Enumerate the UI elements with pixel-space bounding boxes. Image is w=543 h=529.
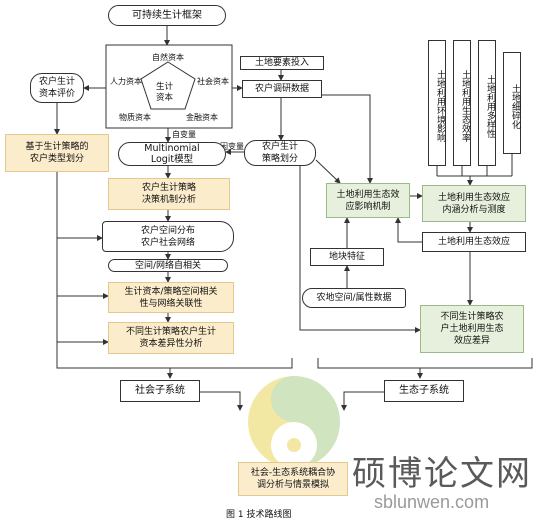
coupling-analysis-box: 社会-生态系统耦合协 调分析与情景模拟	[238, 462, 348, 496]
social-capital-label: 社会资本	[197, 77, 229, 86]
strategy-classification-pill: 农户生计 策略划分	[244, 140, 316, 166]
livelihood-capital-center: 生计 资本	[156, 82, 174, 103]
decision-mechanism-box: 农户生计策略 决策机制分析	[108, 178, 230, 210]
eco-subsystem-box: 生态子系统	[384, 380, 464, 402]
watermark-cn: 硕博论文网	[352, 454, 532, 494]
vertical-box-environment: 土地利用环境影响	[428, 40, 446, 166]
vertical-box-diversity: 土地利用多样性	[478, 40, 496, 166]
multinomial-logit-box: Multinomial Logit模型	[118, 142, 226, 166]
social-subsystem-box: 社会子系统	[120, 380, 200, 402]
natural-capital-label: 自然资本	[152, 53, 184, 62]
vertical-box-efficiency: 土地利用生态效率	[453, 40, 471, 166]
yin-yang-icon	[248, 376, 340, 468]
eco-effect-box: 土地利用生态效应	[422, 232, 526, 252]
capital-evaluation-pill: 农户生计 资本评价	[30, 73, 84, 103]
eco-effect-measurement-box: 土地利用生态效应 内涵分析与测度	[422, 185, 526, 222]
physical-capital-label: 物质资本	[119, 113, 151, 122]
framework-title: 可持续生计框架	[108, 5, 226, 26]
independent-variable-label: 自变量	[172, 130, 196, 139]
watermark-en: sblunwen.com	[374, 492, 490, 512]
financial-capital-label: 金融资本	[186, 113, 218, 122]
social-network-box: 农户空间分布 农户社会网络	[102, 221, 234, 252]
capital-difference-box: 不同生计策略农户生计 资本差异性分析	[108, 322, 234, 354]
eco-effect-difference-box: 不同生计策略农 户土地利用生态 效应差异	[420, 305, 524, 353]
spatial-correlation-box: 生计资本/策略空间相关 性与网络关联性	[108, 282, 234, 313]
farmer-type-classification-box: 基于生计策略的 农户类型划分	[5, 134, 109, 172]
human-capital-label: 人力资本	[110, 77, 142, 86]
vertical-box-fragmentation: 土地细碎化	[503, 52, 521, 154]
survey-data-box: 农户调研数据	[242, 80, 322, 98]
dependent-variable-label: 因变量	[220, 142, 244, 151]
plot-attributes-box: 农地空间/属性数据	[302, 288, 406, 308]
spatial-autocorrelation-pill: 空间/网络自相关	[108, 259, 228, 272]
eco-effect-mechanism-box: 土地利用生态效 应影响机制	[326, 183, 410, 218]
plot-features-box: 地块特征	[310, 248, 384, 266]
land-input-box: 土地要素投入	[240, 56, 324, 70]
figure-caption: 图 1 技术路线图	[226, 510, 292, 520]
